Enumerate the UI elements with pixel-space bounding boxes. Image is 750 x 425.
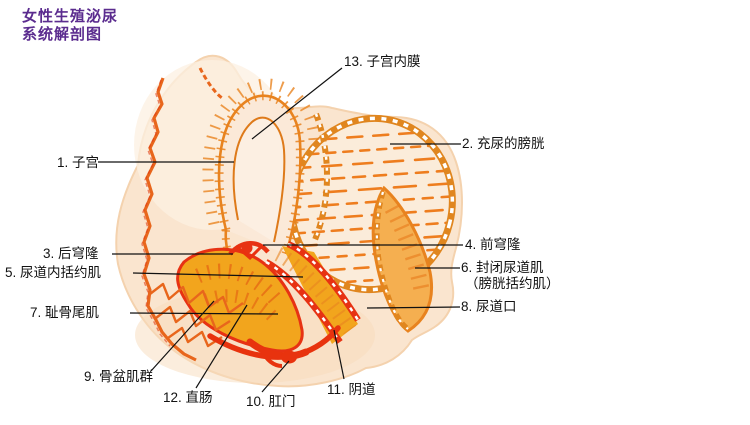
leader-line-8 — [366, 306, 461, 309]
label-urethral-closure-muscle-line1: 6. 封闭尿道肌 — [461, 260, 544, 275]
label-urethral-opening: 8. 尿道口 — [461, 299, 517, 314]
label-pelvic-muscles: 9. 骨盆肌群 — [84, 369, 154, 384]
label-endometrium: 13. 子宫内膜 — [344, 54, 421, 69]
label-urethral-closure-muscle-line2: （膀胱括约肌） — [465, 276, 560, 291]
perineum-anus-shape — [207, 325, 341, 368]
figure-title: 女性生殖泌尿 系统解剖图 — [22, 8, 118, 44]
label-anterior-fornix: 4. 前穹隆 — [465, 237, 521, 252]
leader-line-11 — [333, 329, 345, 380]
label-vagina: 11. 阴道 — [327, 382, 376, 397]
leader-line-9 — [150, 300, 215, 372]
pelvic-muscles-shape — [149, 282, 244, 348]
abdominal-wall-line — [141, 67, 223, 362]
label-rectum: 12. 直肠 — [163, 390, 213, 405]
label-posterior-fornix: 3. 后穹隆 — [43, 246, 99, 261]
leader-line-7 — [129, 312, 279, 315]
label-urethral-closure-muscle: 6. 封闭尿道肌 （膀胱括约肌） — [461, 260, 560, 292]
leader-lines — [98, 67, 463, 393]
label-uterus: 1. 子宫 — [57, 155, 100, 170]
leader-line-13 — [251, 67, 343, 140]
label-pubococcygeus: 7. 耻骨尾肌 — [30, 305, 100, 320]
leader-line-10 — [261, 360, 290, 393]
label-full-bladder: 2. 充尿的膀胱 — [462, 136, 545, 151]
label-internal-urethral-sphincter: 5. 尿道内括约肌 — [5, 265, 102, 280]
urethral-closure-muscle-shape — [371, 185, 434, 333]
label-anus: 10. 肛门 — [246, 394, 296, 409]
leader-line-12 — [195, 304, 248, 389]
leader-line-5 — [132, 272, 304, 278]
figure-title-line2: 系统解剖图 — [22, 26, 103, 43]
figure-title-line1: 女性生殖泌尿 — [22, 8, 119, 25]
fornix-knot-shape — [228, 241, 270, 261]
